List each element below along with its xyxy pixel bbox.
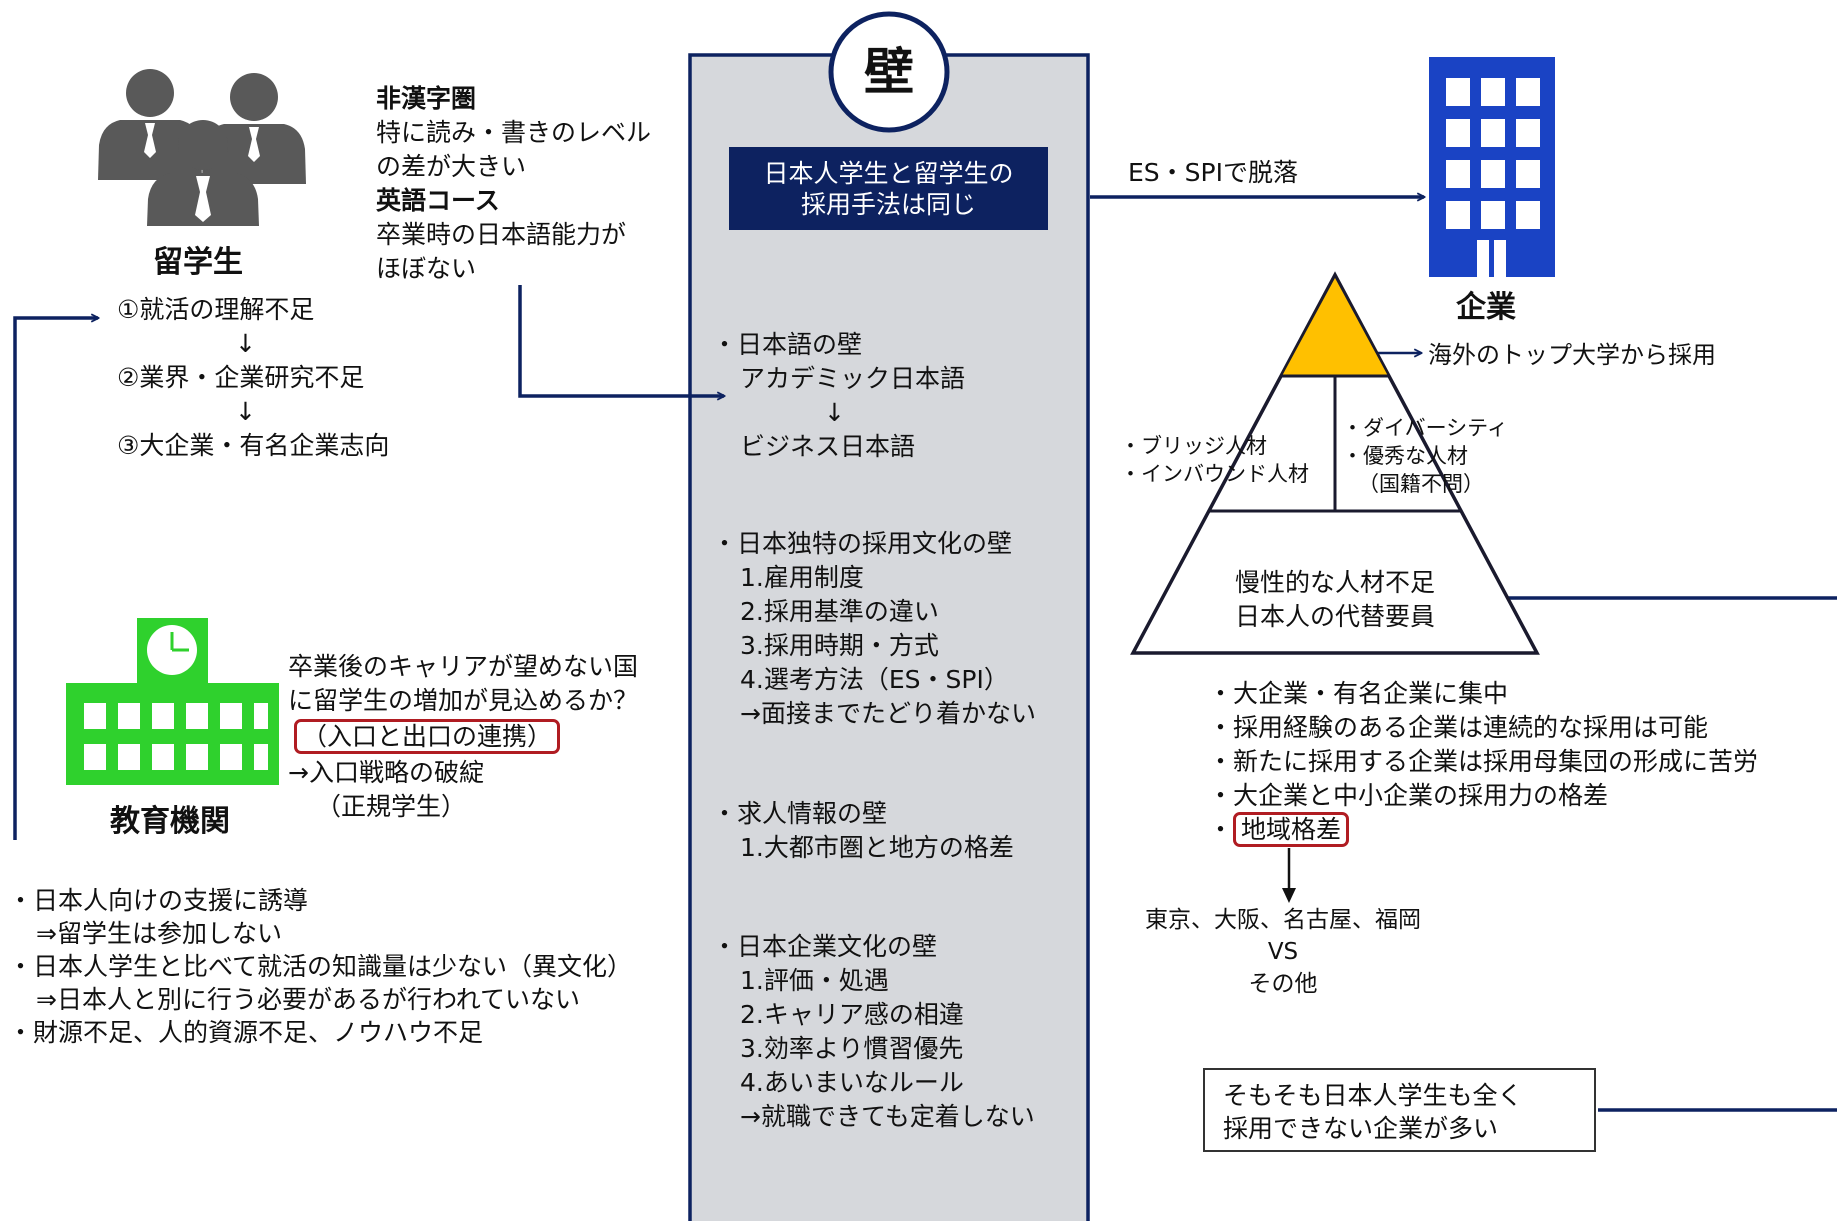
wall-culture-item: 4.選考方法（ES・SPI）: [740, 665, 1009, 694]
pyramid-bottom: 慢性的な人材不足 日本人の代替要員: [1185, 566, 1485, 634]
step-1: ①就活の理解不足: [117, 295, 315, 324]
wall-title-circle: [828, 11, 950, 133]
pyramid-mid-right-item: ・優秀な人材: [1342, 444, 1468, 468]
wall-culture-item: 2.採用基準の違い: [740, 597, 939, 626]
step-arrow-1: ↓: [235, 329, 256, 358]
note-line-2: 採用できない企業が多い: [1223, 1114, 1499, 1143]
support-issues: ・日本人向けの支援に誘導 ⇒留学生は参加しない ・日本人学生と比べて就活の知識量…: [8, 884, 632, 1049]
wall-corp-item: 4.あいまいなルール: [740, 1068, 964, 1097]
language-heading-2: 英語コース: [376, 186, 500, 215]
school-question: 卒業後のキャリアが望めない国 に留学生の増加が見込めるか？ （入口と出口の連携）…: [288, 650, 638, 824]
company-issue: ・採用経験のある企業は連続的な採用は可能: [1208, 713, 1709, 742]
pyramid-bottom-line: 日本人の代替要員: [1234, 602, 1435, 631]
wall-banner-line-1: 日本人学生と留学生の: [763, 159, 1014, 188]
pyramid-mid-right-item: ・ダイバーシティ: [1342, 416, 1508, 440]
people-group-icon: [98, 69, 306, 226]
wall-japanese-heading: ・日本語の壁: [712, 330, 863, 359]
cities-comparison: 東京、大阪、名古屋、福岡 VS その他: [1128, 904, 1438, 1000]
pyramid-mid-left: ・ブリッジ人材 ・インバウンド人材: [1120, 432, 1309, 488]
note-line-1: そもそも日本人学生も全く: [1223, 1081, 1523, 1110]
pyramid-mid-right: ・ダイバーシティ ・優秀な人材 （国籍不問）: [1342, 414, 1508, 498]
cities-major: 東京、大阪、名古屋、福岡: [1145, 907, 1421, 933]
screening-drop-label: ES・SPIで脱落: [1128, 158, 1298, 187]
pyramid-mid-right-item: （国籍不問）: [1358, 472, 1484, 496]
students-steps: ①就活の理解不足 ↓ ②業界・企業研究不足 ↓ ③大企業・有名企業志向: [117, 293, 389, 463]
company-issue: ・大企業・有名企業に集中: [1208, 679, 1509, 708]
region-gap-highlight: 地域格差: [1233, 812, 1350, 847]
wall-banner: 日本人学生と留学生の 採用手法は同じ: [729, 158, 1048, 220]
office-building-icon: [1429, 57, 1555, 277]
pyramid-mid-left-item: ・インバウンド人材: [1120, 462, 1309, 486]
company-title: 企業: [1456, 290, 1516, 325]
pyramid-top-label: 海外のトップ大学から採用: [1428, 341, 1716, 369]
school-line-2: に留学生の増加が見込めるか？: [288, 686, 639, 715]
wall-japanese-arrow: ↓: [824, 398, 845, 427]
wall-japanese: ・日本語の壁 アカデミック日本語 ↓ ビジネス日本語: [712, 328, 965, 464]
loop-arrow: [13, 318, 98, 840]
wall-banner-box: [729, 147, 1048, 230]
wall-culture-item: 3.採用時期・方式: [740, 631, 939, 660]
wall-title: 壁: [864, 42, 914, 101]
step-arrow-2: ↓: [235, 397, 256, 426]
support-item-2-sub: ⇒日本人と別に行う必要があるが行われていない: [36, 985, 580, 1014]
support-item-1: ・日本人向けの支援に誘導: [8, 886, 309, 915]
wall-corp-result: →就職できても定着しない: [740, 1102, 1035, 1131]
school-clock-icon: [66, 618, 279, 785]
pyramid-top-tier: [1282, 278, 1388, 376]
wall-japanese-item: ビジネス日本語: [740, 432, 916, 461]
language-block: 非漢字圏 特に読み・書きのレベル の差が大きい 英語コース 卒業時の日本語能力が…: [376, 82, 651, 286]
pyramid-bottom-line: 慢性的な人材不足: [1234, 568, 1435, 597]
company-issues: ・大企業・有名企業に集中 ・採用経験のある企業は連続的な採用は可能 ・新たに採用…: [1208, 677, 1758, 847]
wall-corp-heading: ・日本企業文化の壁: [712, 932, 938, 961]
support-item-1-sub: ⇒留学生は参加しない: [36, 919, 282, 948]
cities-other: その他: [1248, 971, 1318, 997]
language-line-4: ほぼない: [376, 254, 477, 283]
wall-corp-item: 3.効率より慣習優先: [740, 1034, 964, 1063]
support-item-2: ・日本人学生と比べて就活の知識量は少ない（異文化）: [8, 952, 633, 981]
company-issue: ・大企業と中小企業の採用力の格差: [1208, 781, 1609, 810]
wall-panel: [688, 53, 1090, 1221]
school-line-4: →入口戦略の破綻: [288, 758, 484, 787]
wall-jobinfo-heading: ・求人情報の壁: [712, 799, 888, 828]
wall-culture-item: 1.雇用制度: [740, 563, 864, 592]
step-3: ③大企業・有名企業志向: [117, 431, 390, 460]
language-heading-1: 非漢字圏: [376, 84, 477, 113]
school-title: 教育機関: [110, 804, 230, 839]
wall-japanese-item: アカデミック日本語: [740, 364, 966, 393]
company-issue: ・新たに採用する企業は採用母集団の形成に苦労: [1208, 747, 1759, 776]
wall-culture-result: →面接までたどり着かない: [740, 699, 1036, 728]
language-line-3: 卒業時の日本語能力が: [376, 220, 627, 249]
language-line-1: 特に読み・書きのレベル: [376, 118, 652, 147]
wall-banner-line-2: 採用手法は同じ: [800, 190, 976, 219]
wall-corp-item: 2.キャリア感の相違: [740, 1000, 964, 1029]
support-item-3: ・財源不足、人的資源不足、ノウハウ不足: [8, 1018, 484, 1047]
wall-culture-heading: ・日本独特の採用文化の壁: [712, 529, 1013, 558]
language-line-2: の差が大きい: [376, 152, 527, 181]
entry-exit-link-highlight: （入口と出口の連携）: [294, 719, 561, 754]
wall-jobinfo-item: 1.大都市圏と地方の格差: [740, 833, 1014, 862]
language-to-wall-arrow: [518, 285, 724, 396]
note-box: そもそも日本人学生も全く 採用できない企業が多い: [1203, 1068, 1596, 1152]
school-line-1: 卒業後のキャリアが望めない国: [288, 652, 639, 681]
wall-corp: ・日本企業文化の壁 1.評価・処遇 2.キャリア感の相違 3.効率より慣習優先 …: [712, 930, 1035, 1134]
wall-culture: ・日本独特の採用文化の壁 1.雇用制度 2.採用基準の違い 3.採用時期・方式 …: [712, 527, 1036, 731]
step-2: ②業界・企業研究不足: [117, 363, 365, 392]
school-line-5: （正規学生）: [316, 792, 467, 821]
cities-vs: VS: [1267, 939, 1299, 965]
students-title: 留学生: [153, 245, 243, 280]
wall-corp-item: 1.評価・処遇: [740, 966, 889, 995]
wall-jobinfo: ・求人情報の壁 1.大都市圏と地方の格差: [712, 797, 1014, 865]
pyramid-mid-left-item: ・ブリッジ人材: [1120, 434, 1267, 458]
